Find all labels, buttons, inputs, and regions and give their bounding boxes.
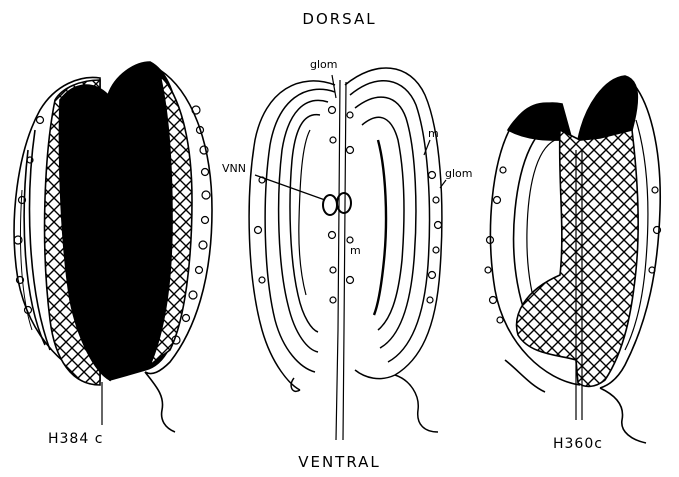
- center-right-half-outline: [345, 68, 442, 379]
- m-right-label: m: [428, 127, 439, 140]
- ventral-label: VENTRAL: [0, 453, 679, 471]
- glom-right-label: glom: [445, 167, 472, 180]
- center-left-half-outline: [249, 81, 335, 390]
- left-section-drawing: [14, 62, 212, 432]
- vnn-label: VNN: [222, 162, 246, 175]
- center-section-drawing: [249, 68, 446, 440]
- dorsal-label: DORSAL: [0, 10, 679, 28]
- left-section-label: H384 c: [48, 431, 103, 447]
- vnn-left-oval: [323, 195, 337, 215]
- right-section-label: H360c: [553, 436, 603, 452]
- m-center-label: m: [350, 244, 361, 257]
- right-section-drawing: [485, 76, 661, 443]
- glom-top-label: glom: [310, 58, 337, 71]
- glom-top-leader-line: [332, 75, 336, 98]
